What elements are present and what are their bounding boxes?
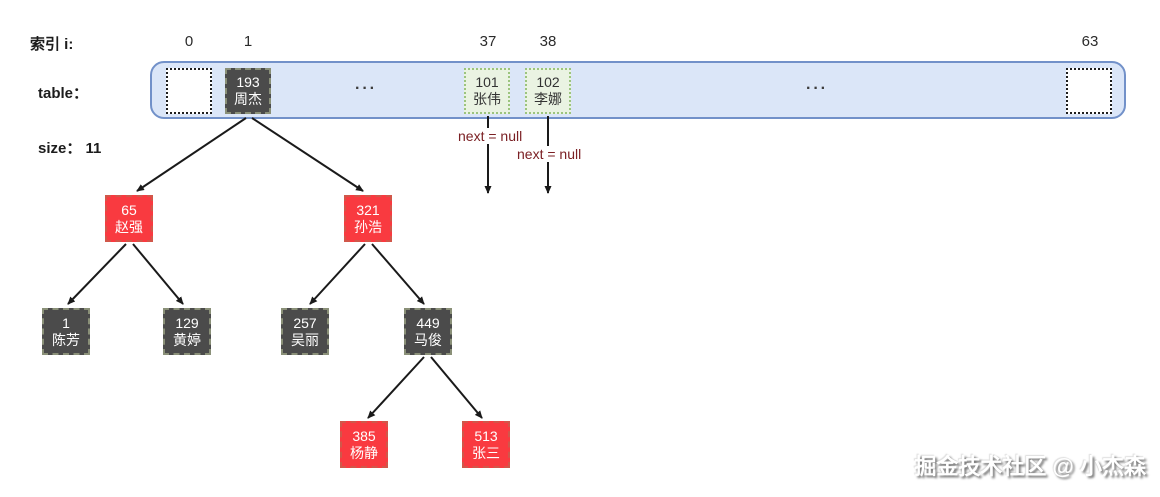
- node-name: 张伟: [473, 91, 501, 107]
- index-tick-1: 1: [243, 33, 253, 50]
- arrow-65-to-1: [67, 243, 127, 305]
- node-name: 马俊: [414, 331, 442, 348]
- index-row-label: 索引 i:: [30, 36, 74, 53]
- node-hash: 449: [416, 314, 440, 331]
- arrow-193-to-321: [251, 117, 364, 192]
- index-tick-37: 37: [479, 33, 497, 50]
- table-ellipsis-left: ···: [355, 80, 377, 97]
- node-hash: 101: [475, 74, 499, 90]
- arrow-65-to-129: [132, 243, 184, 305]
- node-name: 吴丽: [291, 331, 319, 348]
- table-cell-0-empty: [166, 68, 212, 114]
- node-hash: 257: [293, 314, 317, 331]
- table-ellipsis-right: ···: [806, 80, 828, 97]
- watermark-text: 掘金技术社区 @ 小杰森: [914, 454, 1146, 479]
- node-hash: 513: [474, 427, 498, 444]
- index-tick-63: 63: [1081, 33, 1099, 50]
- node-hash: 385: [352, 427, 376, 444]
- node-name: 陈芳: [52, 331, 80, 348]
- table-cell-38-node-102: 102 李娜: [525, 68, 571, 114]
- table-array-container: [150, 61, 1126, 119]
- arrow-193-to-65: [136, 117, 247, 192]
- table-cell-1-node-193: 193 周杰: [225, 68, 271, 114]
- size-label: size： 11: [38, 137, 101, 158]
- node-hash: 1: [62, 314, 70, 331]
- node-name: 赵强: [115, 218, 143, 235]
- index-tick-38: 38: [539, 33, 557, 50]
- node-hash: 102: [536, 74, 560, 90]
- node-hash: 129: [175, 314, 199, 331]
- node-name: 张三: [472, 444, 500, 461]
- size-value: 11: [85, 140, 102, 157]
- tree-node-1: 1 陈芳: [42, 308, 90, 355]
- size-label-text: size：: [38, 140, 82, 157]
- node-hash: 193: [236, 74, 260, 90]
- next-null-label-38: next = null: [515, 146, 584, 162]
- arrow-449-to-513: [430, 356, 483, 419]
- node-name: 周杰: [234, 91, 262, 107]
- node-name: 李娜: [534, 91, 562, 107]
- table-row-label: table：: [38, 85, 89, 102]
- node-name: 黄婷: [173, 331, 201, 348]
- tree-node-449: 449 马俊: [404, 308, 452, 355]
- tree-node-385: 385 杨静: [340, 421, 388, 468]
- arrow-321-to-449: [371, 243, 425, 305]
- node-hash: 321: [356, 201, 380, 218]
- arrow-449-to-385: [367, 356, 425, 419]
- tree-node-65: 65 赵强: [105, 195, 153, 242]
- table-cell-63-empty: [1066, 68, 1112, 114]
- node-name: 孙浩: [354, 218, 382, 235]
- tree-node-513: 513 张三: [462, 421, 510, 468]
- node-name: 杨静: [350, 444, 378, 461]
- tree-node-321: 321 孙浩: [344, 195, 392, 242]
- tree-node-257: 257 吴丽: [281, 308, 329, 355]
- node-hash: 65: [121, 201, 137, 218]
- tree-node-129: 129 黄婷: [163, 308, 211, 355]
- index-tick-0: 0: [184, 33, 194, 50]
- arrow-321-to-257: [309, 243, 366, 305]
- next-null-label-37: next = null: [456, 128, 525, 144]
- table-cell-37-node-101: 101 张伟: [464, 68, 510, 114]
